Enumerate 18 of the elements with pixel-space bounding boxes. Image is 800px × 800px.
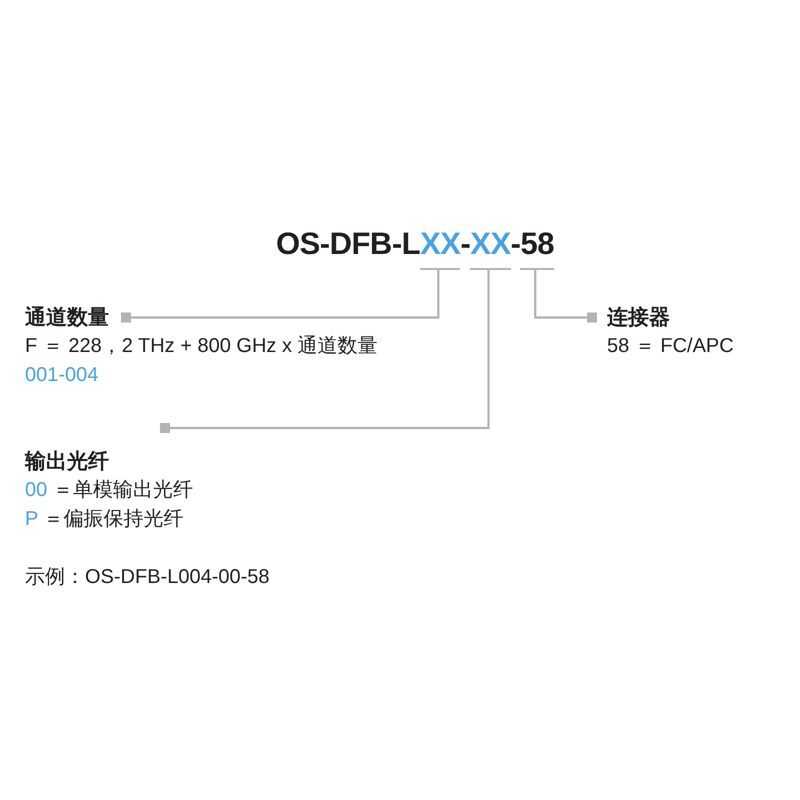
code-segment: 58 bbox=[520, 226, 554, 270]
field-heading: 输出光纤 bbox=[25, 449, 109, 475]
example-text: 示例：OS-DFB-L004-00-58 bbox=[25, 565, 270, 590]
option-text: P ＝偏振保持光纤 bbox=[25, 507, 185, 532]
leader-line bbox=[534, 270, 597, 322]
part-number-text: - bbox=[510, 226, 520, 263]
option-text: F ＝ 228，2 THz + 800 GHz x 通道数量 bbox=[25, 334, 379, 359]
leader-line bbox=[121, 270, 440, 322]
part-number-text: OS-DFB-L bbox=[276, 226, 420, 263]
field-heading: 通道数量 bbox=[25, 305, 109, 331]
leader-line bbox=[160, 270, 490, 433]
option-text: 00 ＝单模输出光纤 bbox=[25, 478, 194, 503]
option-text: 58 ＝ FC/APC bbox=[607, 334, 734, 359]
code-segment: XX bbox=[470, 226, 511, 270]
code-segment: XX bbox=[420, 226, 460, 270]
field-heading: 连接器 bbox=[607, 305, 670, 331]
part-number-text: - bbox=[460, 226, 470, 263]
code-range-text: 001-004 bbox=[25, 363, 100, 388]
